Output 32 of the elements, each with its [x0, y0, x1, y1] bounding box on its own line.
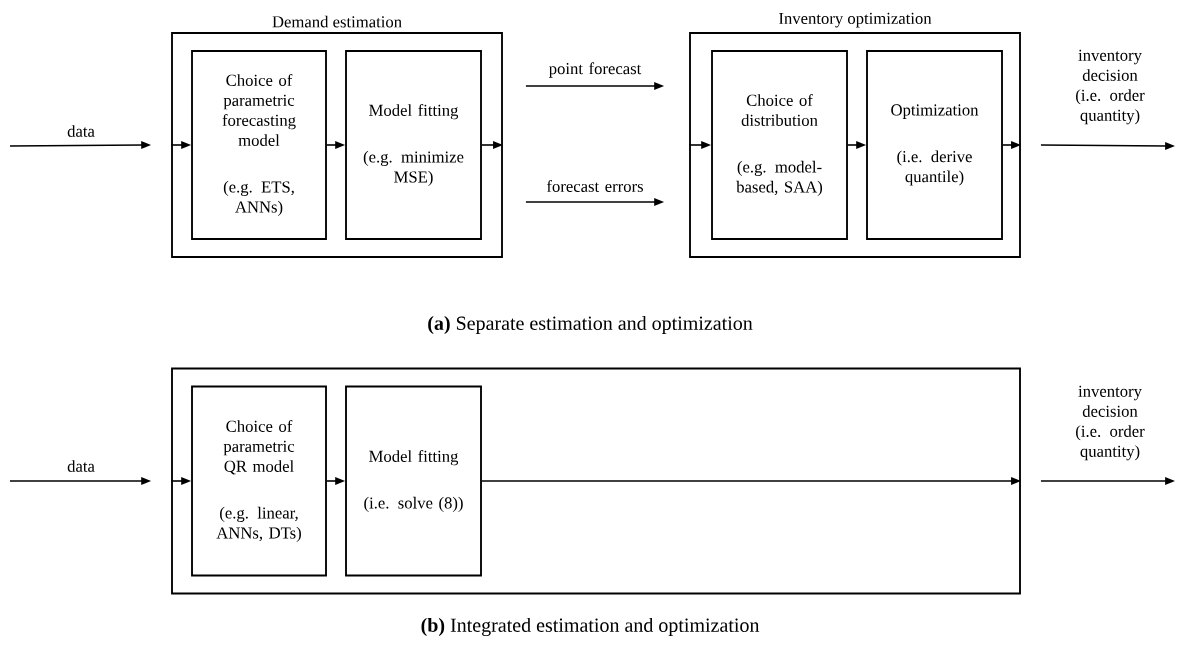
- group-box: [171, 367, 1021, 595]
- arrow: [326, 477, 346, 485]
- arrow: [481, 141, 503, 149]
- arrow: [9, 477, 152, 485]
- arrow: [170, 141, 192, 149]
- box-heading: Inventory optimization: [779, 12, 932, 28]
- arrow: [525, 198, 665, 206]
- figure-caption: (a) Separate estimation and optimization: [428, 315, 753, 335]
- edge-label: data: [67, 460, 95, 472]
- process-box: Optimization (i.e. derive quantile): [866, 50, 1003, 240]
- arrow: [1002, 141, 1021, 149]
- arrow: [688, 141, 712, 149]
- arrow: [326, 141, 346, 149]
- figure-caption: (b) Integrated estimation and optimization: [421, 617, 760, 637]
- arrow: [9, 141, 152, 150]
- edge-label: forecast errors: [546, 180, 643, 192]
- process-box: Model fitting (e.g. minimize MSE): [345, 50, 482, 240]
- edge-label: point forecast: [549, 62, 642, 78]
- edge-label: inventory decision (i.e. order quantity): [1076, 49, 1145, 125]
- arrow: [525, 82, 665, 90]
- arrow: [170, 477, 192, 485]
- arrow: [1040, 477, 1175, 485]
- arrow: [1040, 141, 1175, 150]
- process-box: Choice of parametric forecasting model (e.g. ETS, ANNs): [191, 50, 327, 240]
- edge-label: data: [67, 125, 95, 137]
- edge-label: inventory decision (i.e. order quantity): [1076, 385, 1145, 461]
- process-box: Choice of parametric QR model (e.g. linear, ANNs, DTs): [191, 385, 327, 577]
- arrow: [481, 477, 1021, 485]
- arrow: [847, 141, 867, 149]
- process-box: Model fitting (i.e. solve (8)): [345, 385, 482, 577]
- box-heading: Demand estimation: [272, 15, 402, 28]
- process-box: Choice of distribution (e.g. model-based, SAA): [711, 50, 848, 240]
